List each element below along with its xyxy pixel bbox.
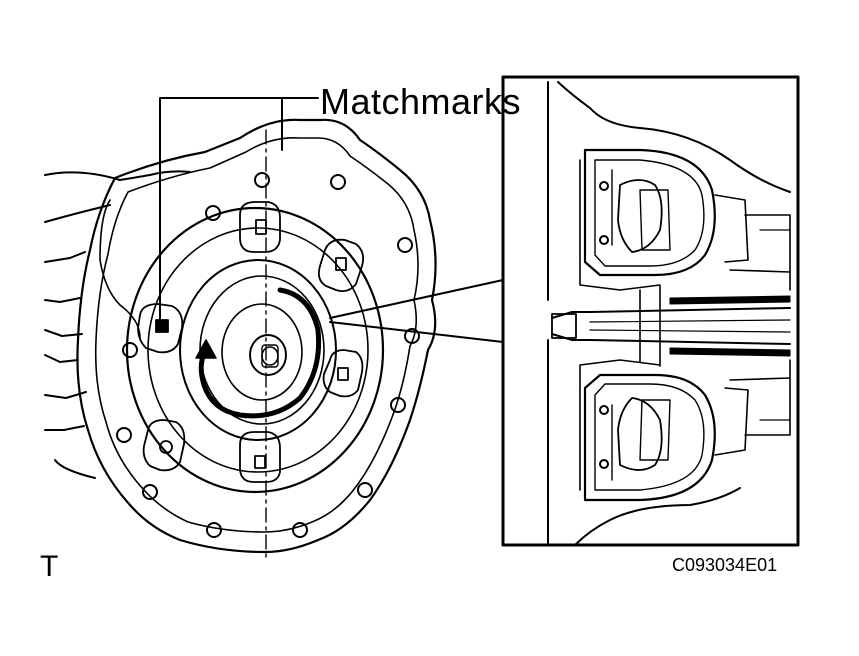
view-code-label: T xyxy=(40,550,59,583)
matchmarks-label: Matchmarks xyxy=(320,81,522,122)
callout-leaders xyxy=(159,97,319,323)
transmission-housing xyxy=(44,118,437,554)
torque-converter xyxy=(125,129,385,561)
zoom-pointer xyxy=(329,279,504,343)
rotation-arrow-icon xyxy=(195,287,322,419)
figure-id-label: C093034E01 xyxy=(672,555,778,575)
cross-section-inset xyxy=(501,75,800,547)
